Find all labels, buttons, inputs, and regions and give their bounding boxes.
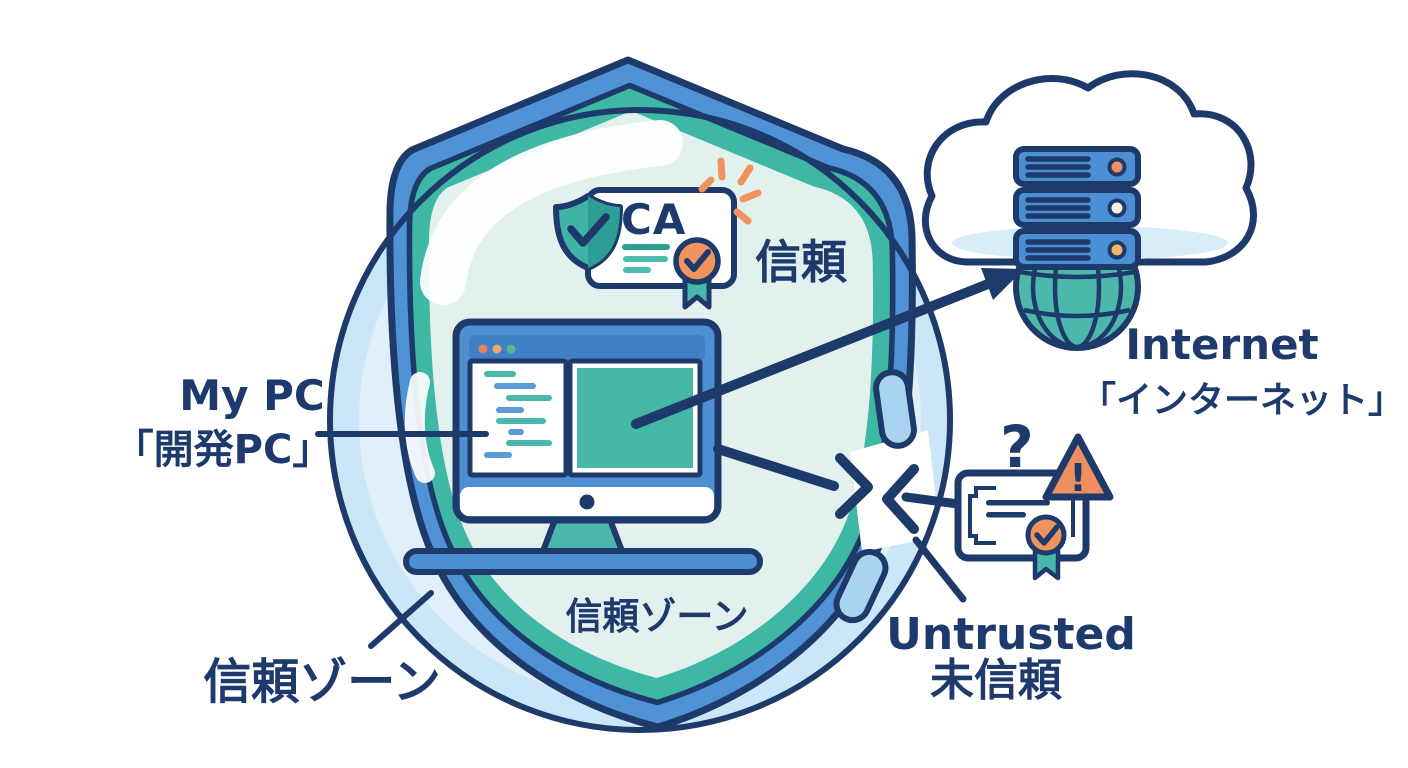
trust-zone-inner-label: 信頼ゾーン bbox=[565, 595, 748, 638]
bubble-outline bbox=[327, 107, 953, 733]
server-led-icon bbox=[1107, 240, 1127, 260]
break-cap-bottom bbox=[833, 548, 889, 624]
trust-zone-outer-label: 信頼ゾーン bbox=[203, 654, 441, 710]
server-slots bbox=[1025, 156, 1091, 261]
server-led-icon bbox=[1107, 157, 1127, 177]
exclamation-mark: ! bbox=[1069, 456, 1086, 500]
outbound-line bbox=[713, 444, 839, 491]
window-dot-icon bbox=[478, 344, 488, 354]
ca-label: CA bbox=[621, 195, 686, 244]
cert-line bbox=[986, 500, 1050, 506]
cert-line bbox=[986, 512, 1026, 518]
internet-label-en: Internet bbox=[1125, 320, 1318, 369]
question-mark-icon: ? bbox=[1000, 413, 1034, 481]
untrusted-certificate-icon: ? ! bbox=[954, 413, 1114, 581]
cert-inner-frame bbox=[968, 486, 996, 545]
my-pc-label-ja: 「開発PC」 bbox=[114, 427, 333, 473]
ca-cert-line bbox=[623, 256, 668, 262]
checkmark-icon bbox=[684, 249, 711, 272]
verified-shield-icon bbox=[553, 193, 623, 271]
untrusted-label-en: Untrusted bbox=[886, 609, 1136, 660]
warning-triangle-icon: ! bbox=[1042, 433, 1114, 501]
labels: My PC 「開発PC」 信頼ゾーン Internet 「インターネット」 Un… bbox=[114, 320, 1404, 710]
preview-panel bbox=[567, 358, 703, 478]
ca-certificate-icon: CA bbox=[553, 157, 762, 310]
server-stack-icon bbox=[1013, 146, 1141, 270]
shield-highlight-crescent bbox=[404, 372, 435, 483]
server-led-icon bbox=[1107, 198, 1127, 218]
checkmark-icon bbox=[567, 213, 610, 247]
checkmark-icon bbox=[1034, 524, 1060, 546]
untrusted-label-ja: 未信頼 bbox=[930, 655, 1063, 706]
camera-dot-icon bbox=[579, 494, 595, 510]
sparkle-icon bbox=[698, 157, 762, 225]
window-titlebar bbox=[469, 335, 705, 361]
ca-cert-line bbox=[623, 267, 651, 273]
rosette-seal-icon bbox=[1025, 514, 1067, 556]
connectors bbox=[315, 268, 1024, 649]
monitor-icon bbox=[403, 318, 763, 575]
inbound-line bbox=[901, 492, 963, 509]
untrusted-pointer-line bbox=[912, 536, 967, 603]
window-dot-icon bbox=[506, 344, 516, 354]
code-editor-icon bbox=[467, 358, 569, 478]
blocked-chevrons-icon bbox=[835, 453, 919, 534]
arrowhead-icon bbox=[981, 268, 1024, 300]
internet-label-ja: 「インターネット」 bbox=[1080, 380, 1404, 421]
trustzone-pointer-line bbox=[368, 590, 434, 649]
window-dot-icon bbox=[492, 344, 502, 354]
cloud-icon bbox=[921, 70, 1258, 351]
trust-label: 信頼 bbox=[755, 235, 848, 289]
arrow-icon bbox=[631, 279, 993, 429]
shield-highlight-swoosh bbox=[420, 120, 683, 305]
my-pc-label-en: My PC bbox=[179, 371, 324, 420]
break-cap-top bbox=[873, 369, 917, 449]
ca-cert-line bbox=[622, 244, 670, 250]
rosette-seal-icon bbox=[673, 237, 721, 310]
desk-icon bbox=[403, 548, 763, 575]
